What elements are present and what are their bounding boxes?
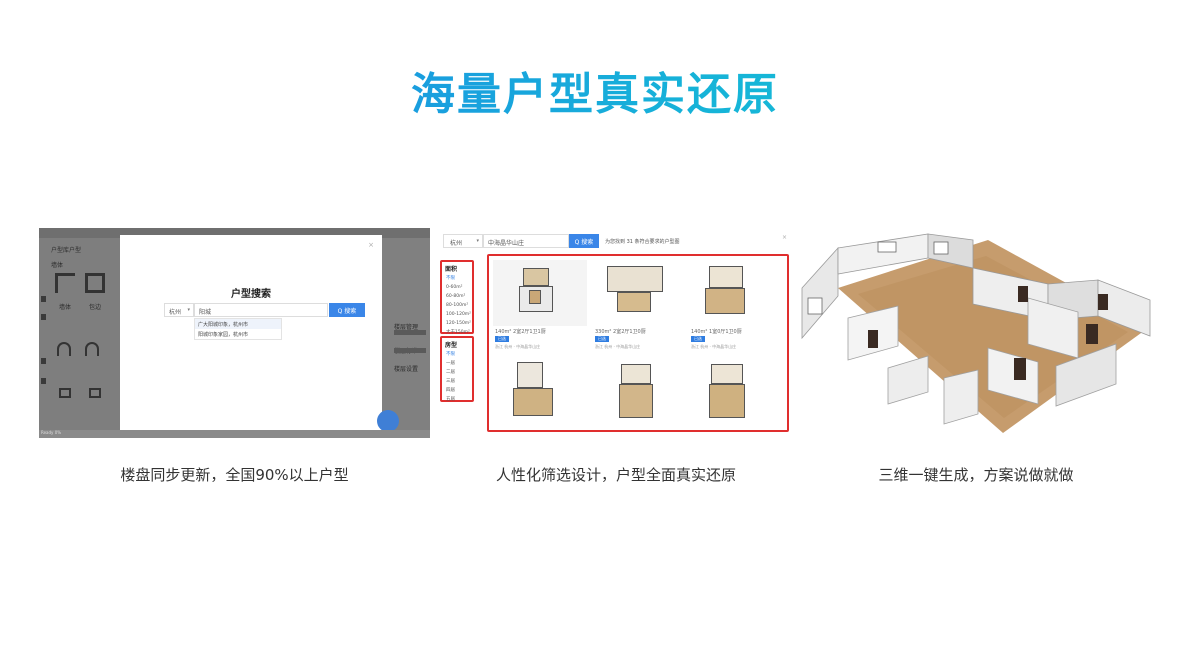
help-bubble[interactable] [377, 410, 399, 432]
right-tag [394, 348, 426, 353]
tool-icon[interactable] [41, 378, 46, 384]
left-sidebar: 户型库户型 墙体 墙体 包边 [39, 238, 120, 438]
card-tag: 已选 [495, 336, 509, 342]
feature-caption: 楼盘同步更新，全国90%以上户型 [120, 466, 349, 484]
result-count: 为您找到 31 条符合要求的户型图 [605, 239, 680, 245]
toolbar [39, 228, 430, 238]
card-meta: 330m² 2室2厅1卫0厨 [595, 329, 646, 335]
filter-option[interactable]: 120-150m² [446, 321, 471, 326]
close-icon[interactable]: × [368, 241, 374, 249]
tool-icon[interactable] [41, 296, 46, 302]
city-select[interactable]: 杭州 ▾ [443, 234, 483, 248]
floorplan-thumbnail [493, 356, 587, 428]
search-button[interactable]: Q 搜索 [329, 303, 365, 317]
area-filter: 面积 不限 0-60m² 60-80m² 80-100m² 100-120m² … [440, 260, 474, 335]
double-door-icon[interactable] [85, 342, 99, 356]
chevron-down-icon: ▾ [187, 307, 190, 313]
search-input[interactable]: 中海晶华山庄 [483, 234, 569, 248]
card-location: 浙江 杭州 · 中海晶华山庄 [595, 344, 641, 349]
screenshot-floorplan-filter: 杭州 ▾ 中海晶华山庄 Q 搜索 为您找到 31 条符合要求的户型图 × 面积 … [437, 228, 795, 438]
wall-room-icon[interactable] [85, 273, 105, 293]
filter-option[interactable]: 不限 [446, 352, 455, 357]
filter-option[interactable]: 一居 [446, 361, 455, 366]
city-value: 杭州 [169, 309, 182, 316]
right-label: 楼层设置 [394, 366, 419, 373]
filter-option[interactable]: 60-80m² [446, 294, 466, 299]
close-icon[interactable]: × [781, 234, 787, 241]
floorplan-thumbnail [493, 260, 587, 326]
floorplan-search-modal: × 户型搜索 杭州 ▾ 阳城 Q 搜索 广大阳城印象，杭州市 阳城印象家园，杭州… [120, 235, 382, 430]
card-location: 浙江 杭州 · 中海晶华山庄 [691, 344, 737, 349]
filter-option[interactable]: 三居 [446, 379, 455, 384]
filter-option[interactable]: 100-120m² [446, 312, 471, 317]
feature-caption: 人性化筛选设计，户型全面真实还原 [495, 466, 736, 484]
room-filter: 房型 不限 一居 二居 三居 四居 五居 [440, 336, 474, 402]
city-value: 杭州 [450, 240, 463, 247]
window-icon[interactable] [89, 388, 101, 398]
floorplan-grid: 140m² 2室2厅1卫1厨 已选 浙江 杭州 · 中海晶华山庄 330m² 2… [487, 254, 789, 432]
city-select[interactable]: 杭州 ▾ [164, 303, 194, 317]
tool-icon[interactable] [41, 314, 46, 320]
filter-option[interactable]: 二居 [446, 370, 455, 375]
3d-house-render [801, 233, 1151, 433]
suggestion-item[interactable]: 广大阳城印象，杭州市 [195, 319, 281, 329]
right-sidebar: 楼层管理 楼层标准 楼层设置 [382, 238, 430, 438]
right-label: 楼层管理 [394, 324, 419, 331]
modal-title: 户型搜索 [231, 289, 271, 300]
card-meta: 140m² 1室0厅1卫0厨 [691, 329, 742, 335]
sidebar-header: 户型库户型 [51, 247, 82, 254]
right-tag [394, 330, 426, 335]
sidebar-section: 墙体 [51, 262, 64, 269]
card-location: 浙江 杭州 · 中海晶华山庄 [495, 344, 541, 349]
feature-caption: 三维一键生成，方案说做就做 [878, 466, 1074, 484]
chevron-down-icon: ▾ [476, 238, 479, 244]
filter-title: 面积 [445, 266, 458, 273]
search-input[interactable]: 阳城 [194, 303, 328, 317]
tool-label: 墙体 [59, 304, 72, 311]
floorplan-thumbnail [689, 356, 783, 428]
filter-option[interactable]: 四居 [446, 388, 455, 393]
card-tag: 已选 [691, 336, 705, 342]
page-title: 海量户型真实还原 [0, 58, 1190, 122]
card-tag: 已选 [595, 336, 609, 342]
screenshot-floorplan-search: 户型库户型 墙体 墙体 包边 楼层管理 楼层标准 楼层设置 × 户型搜索 杭州 … [39, 228, 430, 438]
door-icon[interactable] [57, 342, 71, 356]
tool-label: 包边 [89, 304, 102, 311]
filter-option[interactable]: 80-100m² [446, 303, 469, 308]
filter-title: 房型 [445, 342, 458, 349]
filter-option[interactable]: 0-60m² [446, 285, 463, 290]
wall-corner-icon[interactable] [55, 273, 75, 293]
suggestion-list: 广大阳城印象，杭州市 阳城印象家园，杭州市 [194, 318, 282, 340]
floorplan-thumbnail [593, 356, 687, 428]
screenshot-3d-model [798, 228, 1154, 438]
tool-icon[interactable] [41, 358, 46, 364]
card-meta: 140m² 2室2厅1卫1厨 [495, 329, 546, 335]
suggestion-item[interactable]: 阳城印象家园，杭州市 [198, 332, 249, 338]
filter-option[interactable]: 五居 [446, 397, 455, 402]
search-button[interactable]: Q 搜索 [569, 234, 599, 248]
floorplan-thumbnail [593, 260, 687, 326]
filter-option[interactable]: 不限 [446, 276, 455, 281]
filter-option[interactable]: 大于150m² [446, 330, 470, 335]
floorplan-thumbnail [689, 260, 783, 326]
status-bar: Ready 0% [39, 430, 430, 438]
window-icon[interactable] [59, 388, 71, 398]
